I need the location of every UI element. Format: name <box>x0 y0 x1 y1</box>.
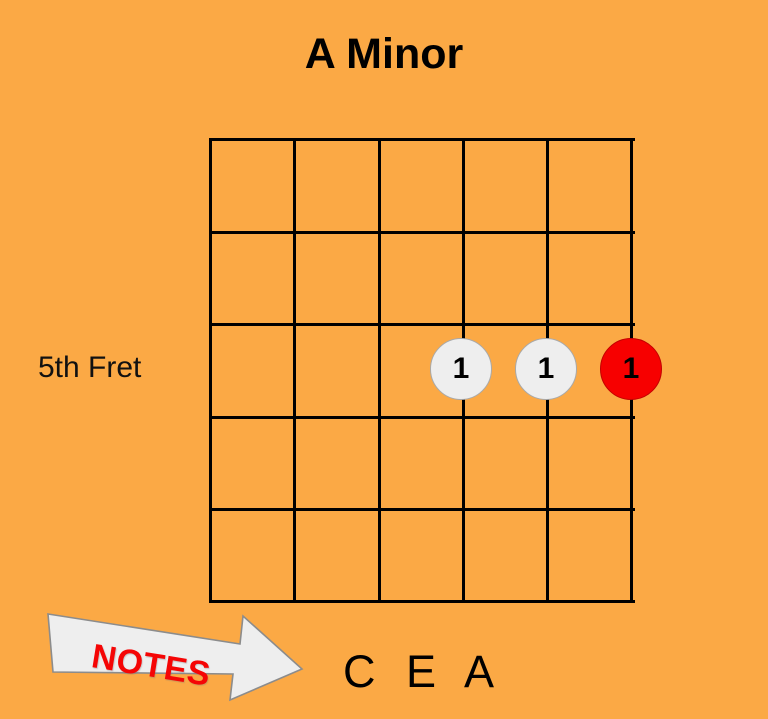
string-line-3 <box>378 138 381 603</box>
fret-line-3 <box>209 416 635 419</box>
fret-line-5 <box>209 600 635 603</box>
fret-line-1 <box>209 231 635 234</box>
fret-line-0 <box>209 138 635 141</box>
page-title: A Minor <box>304 30 464 78</box>
finger-dot-string-4[interactable]: 1 <box>430 338 492 400</box>
fret-line-2 <box>209 323 635 326</box>
fret-line-4 <box>209 508 635 511</box>
string-line-1 <box>209 138 212 603</box>
notes-arrow-banner: NOTES <box>44 606 306 702</box>
arrow-shape <box>47 613 304 702</box>
string-line-2 <box>293 138 296 603</box>
fret-position-label: 5th Fret <box>38 351 142 384</box>
finger-dot-string-6[interactable]: 1 <box>600 338 662 400</box>
note-names: C E A <box>343 646 504 697</box>
finger-dot-string-5[interactable]: 1 <box>515 338 577 400</box>
